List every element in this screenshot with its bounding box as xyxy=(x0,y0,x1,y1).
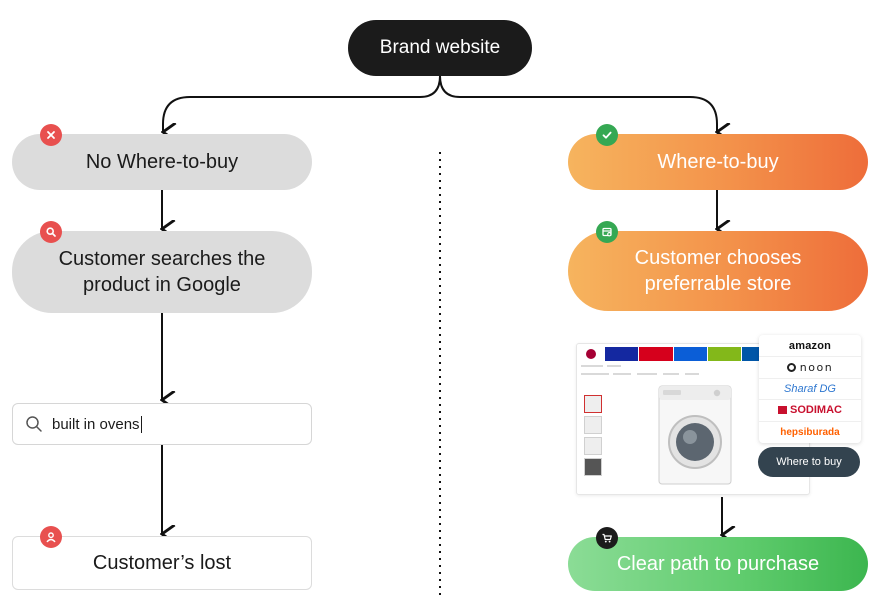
store-list: amazon noon Sharaf DG SODIMAC hepsiburad… xyxy=(759,335,861,443)
connector-root-right xyxy=(439,75,717,132)
node-no-where-to-buy: No Where-to-buy xyxy=(12,134,312,190)
mock-text-line xyxy=(581,373,609,375)
text-caret xyxy=(140,415,142,433)
store-icon xyxy=(596,221,618,243)
node-customer-chooses-store: Customer chooses preferrable store xyxy=(568,231,868,311)
lg-logo-tab xyxy=(577,347,605,361)
mock-text-line xyxy=(685,373,699,375)
store-amazon-logo: amazon xyxy=(788,339,832,352)
store-noon-logo: noon xyxy=(799,360,834,374)
retailer-tab xyxy=(639,347,674,361)
x-icon xyxy=(40,124,62,146)
node-customer-searches: Customer searches the product in Google xyxy=(12,231,312,313)
node-where-to-buy: Where-to-buy xyxy=(568,134,868,190)
washing-machine-image xyxy=(658,385,732,485)
retailer-tab xyxy=(605,347,640,361)
node-clear-path-to-purchase: Clear path to purchase xyxy=(568,537,868,591)
store-noon[interactable]: noon xyxy=(759,356,861,377)
store-hepsiburada-logo: hepsiburada xyxy=(780,426,840,438)
retailer-tab xyxy=(707,347,743,361)
store-sharaf-dg-logo: Sharaf DG xyxy=(784,383,836,395)
node-customer-lost: Customer’s lost xyxy=(12,536,312,590)
node-label: Customer chooses preferrable store xyxy=(634,247,802,295)
search-icon xyxy=(26,416,42,432)
store-sodimac-logo: SODIMAC xyxy=(790,404,842,416)
store-hepsiburada[interactable]: hepsiburada xyxy=(759,421,861,442)
store-sharaf-dg[interactable]: Sharaf DG xyxy=(759,378,861,399)
product-thumbnail[interactable] xyxy=(584,437,602,455)
connector-root-left xyxy=(163,75,441,132)
product-thumbnail[interactable] xyxy=(584,416,602,434)
noon-icon xyxy=(786,362,796,372)
store-amazon[interactable]: amazon xyxy=(759,335,861,356)
node-label: Clear path to purchase xyxy=(616,553,820,575)
product-thumbnail[interactable] xyxy=(584,458,602,476)
node-label: Customer searches the product in Google xyxy=(58,248,266,296)
check-icon xyxy=(596,124,618,146)
mock-text-line xyxy=(637,373,657,375)
retailer-tab xyxy=(673,347,708,361)
mock-text-line xyxy=(607,365,621,367)
mock-text-line xyxy=(613,373,631,375)
search-icon xyxy=(40,221,62,243)
lg-logo-icon xyxy=(585,349,596,359)
where-to-buy-button[interactable]: Where to buy xyxy=(758,447,860,477)
root-label: Brand website xyxy=(379,37,501,58)
mock-text-line xyxy=(663,373,679,375)
user-icon xyxy=(40,526,62,548)
cart-icon xyxy=(596,527,618,549)
mock-text-line xyxy=(581,365,603,367)
sodimac-icon xyxy=(778,406,788,414)
google-search-input[interactable]: built in ovens xyxy=(12,403,312,445)
node-label: Where-to-buy xyxy=(657,151,779,173)
product-thumbnail[interactable] xyxy=(584,395,602,413)
root-node-brand-website: Brand website xyxy=(348,20,532,76)
node-label: No Where-to-buy xyxy=(85,151,239,173)
node-label: Customer’s lost xyxy=(92,552,232,574)
store-sodimac[interactable]: SODIMAC xyxy=(759,399,861,420)
search-query: built in ovens xyxy=(52,415,140,433)
